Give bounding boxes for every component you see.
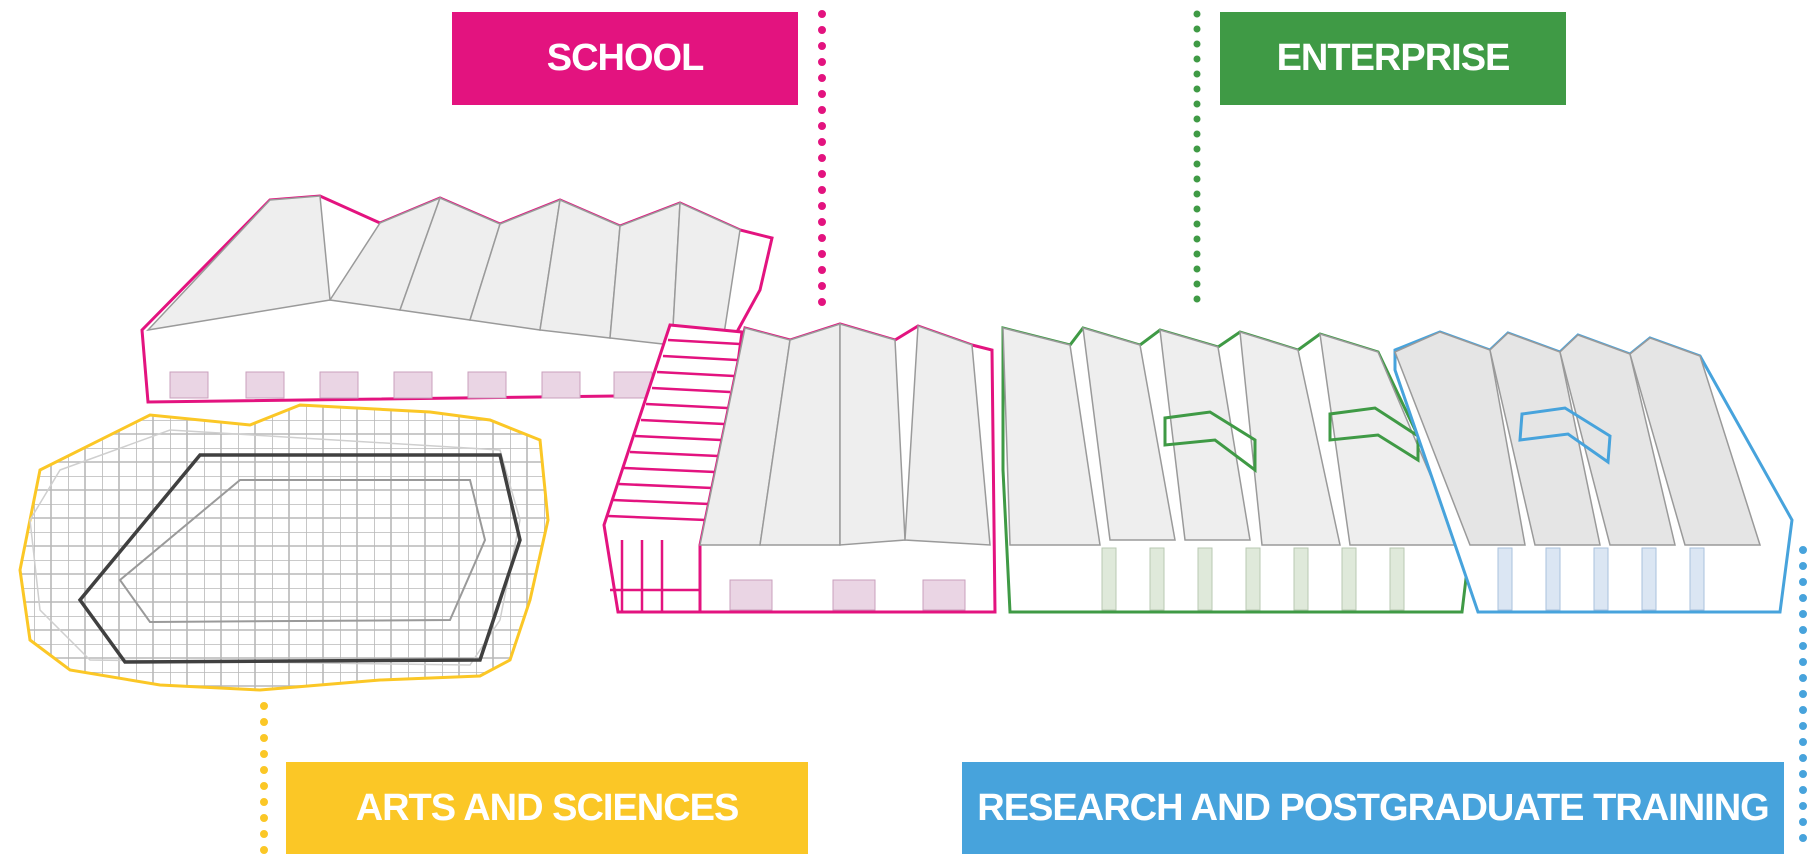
school-label-text: SCHOOL xyxy=(546,37,705,79)
school-lower-wing xyxy=(698,322,997,614)
arts-and-sciences-label: ARTS AND SCIENCES xyxy=(286,762,808,854)
school-upper-wing xyxy=(140,194,774,404)
arts-and-sciences-label-text: ARTS AND SCIENCES xyxy=(355,786,740,829)
research-label-text: RESEARCH AND POSTGRADUATE TRAINING xyxy=(977,786,1769,829)
school-label: SCHOOL xyxy=(452,12,798,105)
arts-and-sciences-building xyxy=(18,403,550,692)
enterprise-building xyxy=(1001,326,1472,614)
research-label: RESEARCH AND POSTGRADUATE TRAINING xyxy=(962,762,1784,854)
research-building xyxy=(1393,330,1794,614)
enterprise-label-text: ENTERPRISE xyxy=(1276,37,1511,79)
enterprise-label: ENTERPRISE xyxy=(1220,12,1566,105)
